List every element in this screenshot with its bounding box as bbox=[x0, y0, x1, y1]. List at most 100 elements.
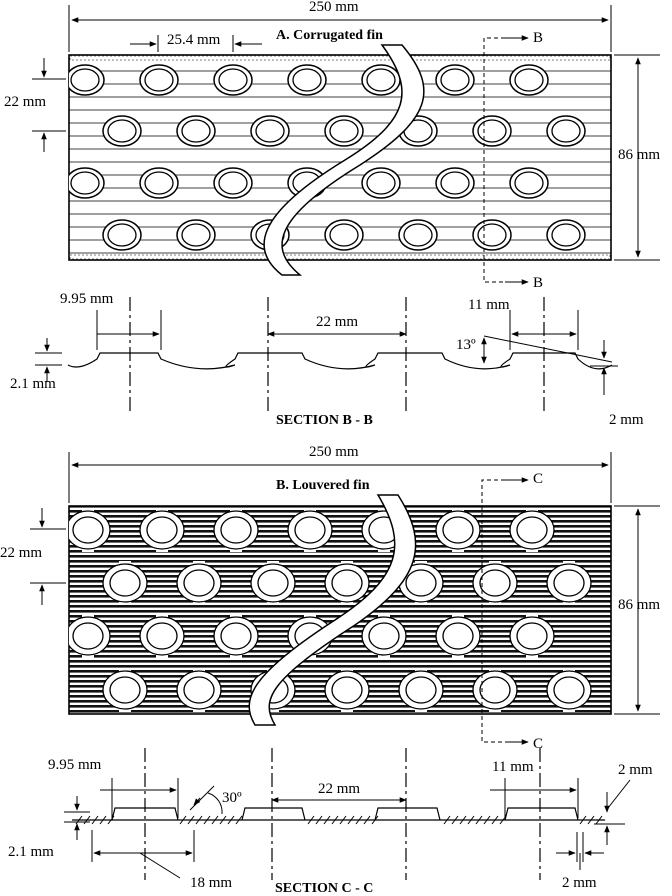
louvered-fin-panel bbox=[68, 494, 612, 726]
louver-tooth bbox=[107, 815, 115, 825]
louver-tooth bbox=[579, 815, 587, 825]
section-marker-b-bottom: B bbox=[533, 275, 544, 291]
louver-tooth bbox=[195, 815, 203, 825]
panel-b-height-label: 86 mm bbox=[618, 597, 661, 613]
tube-collar-inner bbox=[329, 119, 359, 143]
tube-collar-inner bbox=[551, 223, 581, 247]
tube-hole bbox=[183, 676, 215, 704]
tube-hole bbox=[220, 622, 252, 650]
panel-b-title: B. Louvered fin bbox=[276, 478, 370, 493]
tube-hole bbox=[516, 622, 548, 650]
tube-collar-inner bbox=[255, 119, 285, 143]
tube-hole bbox=[72, 622, 104, 650]
louver-tooth bbox=[451, 815, 459, 825]
section-c-angle-label: 30º bbox=[222, 790, 242, 806]
louver-tooth bbox=[347, 815, 355, 825]
tube-hole bbox=[442, 516, 474, 544]
louver-tooth bbox=[83, 815, 91, 825]
louver-tooth bbox=[339, 815, 347, 825]
break-band-b bbox=[248, 494, 417, 726]
fin-edge-top bbox=[69, 55, 611, 61]
section-c-spacing-label: 22 mm bbox=[318, 781, 361, 797]
section-b-collar2-label: 11 mm bbox=[468, 297, 510, 313]
louver-tooth bbox=[91, 815, 99, 825]
tube-hole bbox=[146, 622, 178, 650]
louver-tooth bbox=[371, 815, 379, 825]
section-marker-c-bottom: C bbox=[533, 736, 544, 752]
tube-collar-inner bbox=[329, 223, 359, 247]
section-c-collar-label: 9.95 mm bbox=[48, 757, 102, 773]
louver-tooth bbox=[443, 815, 451, 825]
tube-collar-inner bbox=[107, 119, 137, 143]
tube-hole bbox=[331, 569, 363, 597]
tube-hole bbox=[479, 569, 511, 597]
section-c-collar2-label: 11 mm bbox=[492, 759, 534, 775]
louver-tooth bbox=[75, 815, 83, 825]
fin-edge-bottom bbox=[69, 254, 611, 260]
louver-tooth bbox=[587, 815, 595, 825]
tube-hole bbox=[405, 676, 437, 704]
panel-a-pitch-label: 25.4 mm bbox=[167, 32, 221, 48]
break-band-a bbox=[263, 44, 425, 276]
section-b-right-label: 2 mm bbox=[609, 412, 644, 428]
panel-a-title: A. Corrugated fin bbox=[276, 28, 383, 43]
panel-a-row-label: 22 mm bbox=[4, 94, 47, 110]
louver-tooth bbox=[491, 815, 499, 825]
section-c-louver-label: 18 mm bbox=[190, 875, 233, 891]
tube-hole bbox=[146, 516, 178, 544]
panel-a-width-label: 250 mm bbox=[309, 0, 359, 15]
panel-b-dimensions bbox=[30, 452, 660, 745]
section-b-profile bbox=[35, 297, 618, 413]
louver-tooth bbox=[203, 815, 211, 825]
section-b-height-label: 2.1 mm bbox=[10, 376, 56, 392]
tube-collar-inner bbox=[144, 68, 174, 92]
panel-a-dimensions bbox=[32, 5, 660, 285]
section-b-title: SECTION B - B bbox=[276, 413, 373, 428]
tube-hole bbox=[109, 676, 141, 704]
section-marker-c-top: C bbox=[533, 471, 544, 487]
tube-collar-inner bbox=[477, 223, 507, 247]
louver-tooth bbox=[235, 815, 243, 825]
section-marker-b-top: B bbox=[533, 30, 544, 46]
louver-tooth bbox=[595, 815, 603, 825]
tube-collar-inner bbox=[144, 171, 174, 195]
tube-hole bbox=[220, 516, 252, 544]
tube-hole bbox=[294, 516, 326, 544]
louver-tooth bbox=[363, 815, 371, 825]
tube-collar-inner bbox=[514, 68, 544, 92]
tube-hole bbox=[257, 569, 289, 597]
louver-tooth bbox=[331, 815, 339, 825]
section-b-angle-label: 13º bbox=[456, 337, 476, 353]
tube-hole bbox=[553, 676, 585, 704]
tube-hole bbox=[516, 516, 548, 544]
section-c-profile bbox=[64, 748, 631, 880]
tube-collar-inner bbox=[514, 171, 544, 195]
louver-tooth bbox=[99, 815, 107, 825]
tube-collar-inner bbox=[181, 119, 211, 143]
tube-collar-inner bbox=[366, 171, 396, 195]
louver-tooth bbox=[315, 815, 323, 825]
panel-b-row-label: 22 mm bbox=[0, 545, 43, 561]
tube-collar-inner bbox=[551, 119, 581, 143]
louver-tooth bbox=[355, 815, 363, 825]
section-c-pitch-label: 2 mm bbox=[562, 875, 597, 891]
tube-collar-inner bbox=[440, 171, 470, 195]
louver-tooth bbox=[459, 815, 467, 825]
section-c-height-label: 2.1 mm bbox=[8, 844, 54, 860]
section-b-spacing-label: 22 mm bbox=[316, 314, 359, 330]
louver-tooth bbox=[307, 815, 315, 825]
tube-collar-inner bbox=[107, 223, 137, 247]
tube-collar-inner bbox=[218, 68, 248, 92]
louver-tooth bbox=[475, 815, 483, 825]
tube-collar-inner bbox=[440, 68, 470, 92]
tube-hole bbox=[479, 676, 511, 704]
louver-tooth bbox=[179, 815, 187, 825]
tube-hole bbox=[331, 676, 363, 704]
louver-tooth bbox=[323, 815, 331, 825]
tube-hole bbox=[368, 622, 400, 650]
tube-hole bbox=[183, 569, 215, 597]
louver-tooth bbox=[227, 815, 235, 825]
louver-tooth bbox=[483, 815, 491, 825]
tube-collar-inner bbox=[292, 68, 322, 92]
